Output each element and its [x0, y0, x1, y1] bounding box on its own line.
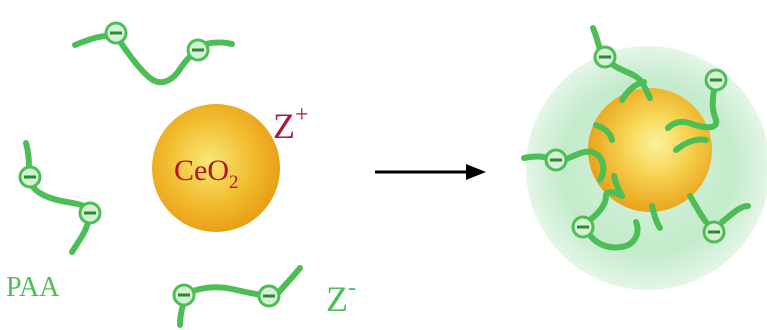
paa-chain-top	[72, 32, 235, 86]
ceo2-label: CeO2	[174, 154, 239, 193]
z-minus-label: Z-	[326, 275, 356, 319]
negative-charge-icon	[104, 21, 128, 45]
right-arrow-icon	[375, 164, 486, 180]
negative-charge-icon	[704, 68, 728, 92]
negative-charge-icon	[544, 148, 568, 172]
ceo2-particle	[152, 104, 280, 232]
paa-label: PAA	[6, 272, 60, 303]
z-plus-label: Z+	[273, 102, 309, 146]
paa-chain-left	[23, 140, 91, 255]
negative-charge-icon	[702, 220, 726, 244]
negative-charge-icon	[78, 201, 102, 225]
negative-charge-icon	[571, 215, 595, 239]
negative-charge-icon	[172, 283, 196, 307]
negative-charge-icon	[593, 45, 617, 69]
negative-charge-icon	[257, 284, 281, 308]
adsorbed-paa-chains	[521, 25, 751, 251]
paa-chain-bottom	[177, 265, 303, 328]
negative-charge-icon	[18, 165, 42, 189]
negative-charge-icon	[186, 38, 210, 62]
